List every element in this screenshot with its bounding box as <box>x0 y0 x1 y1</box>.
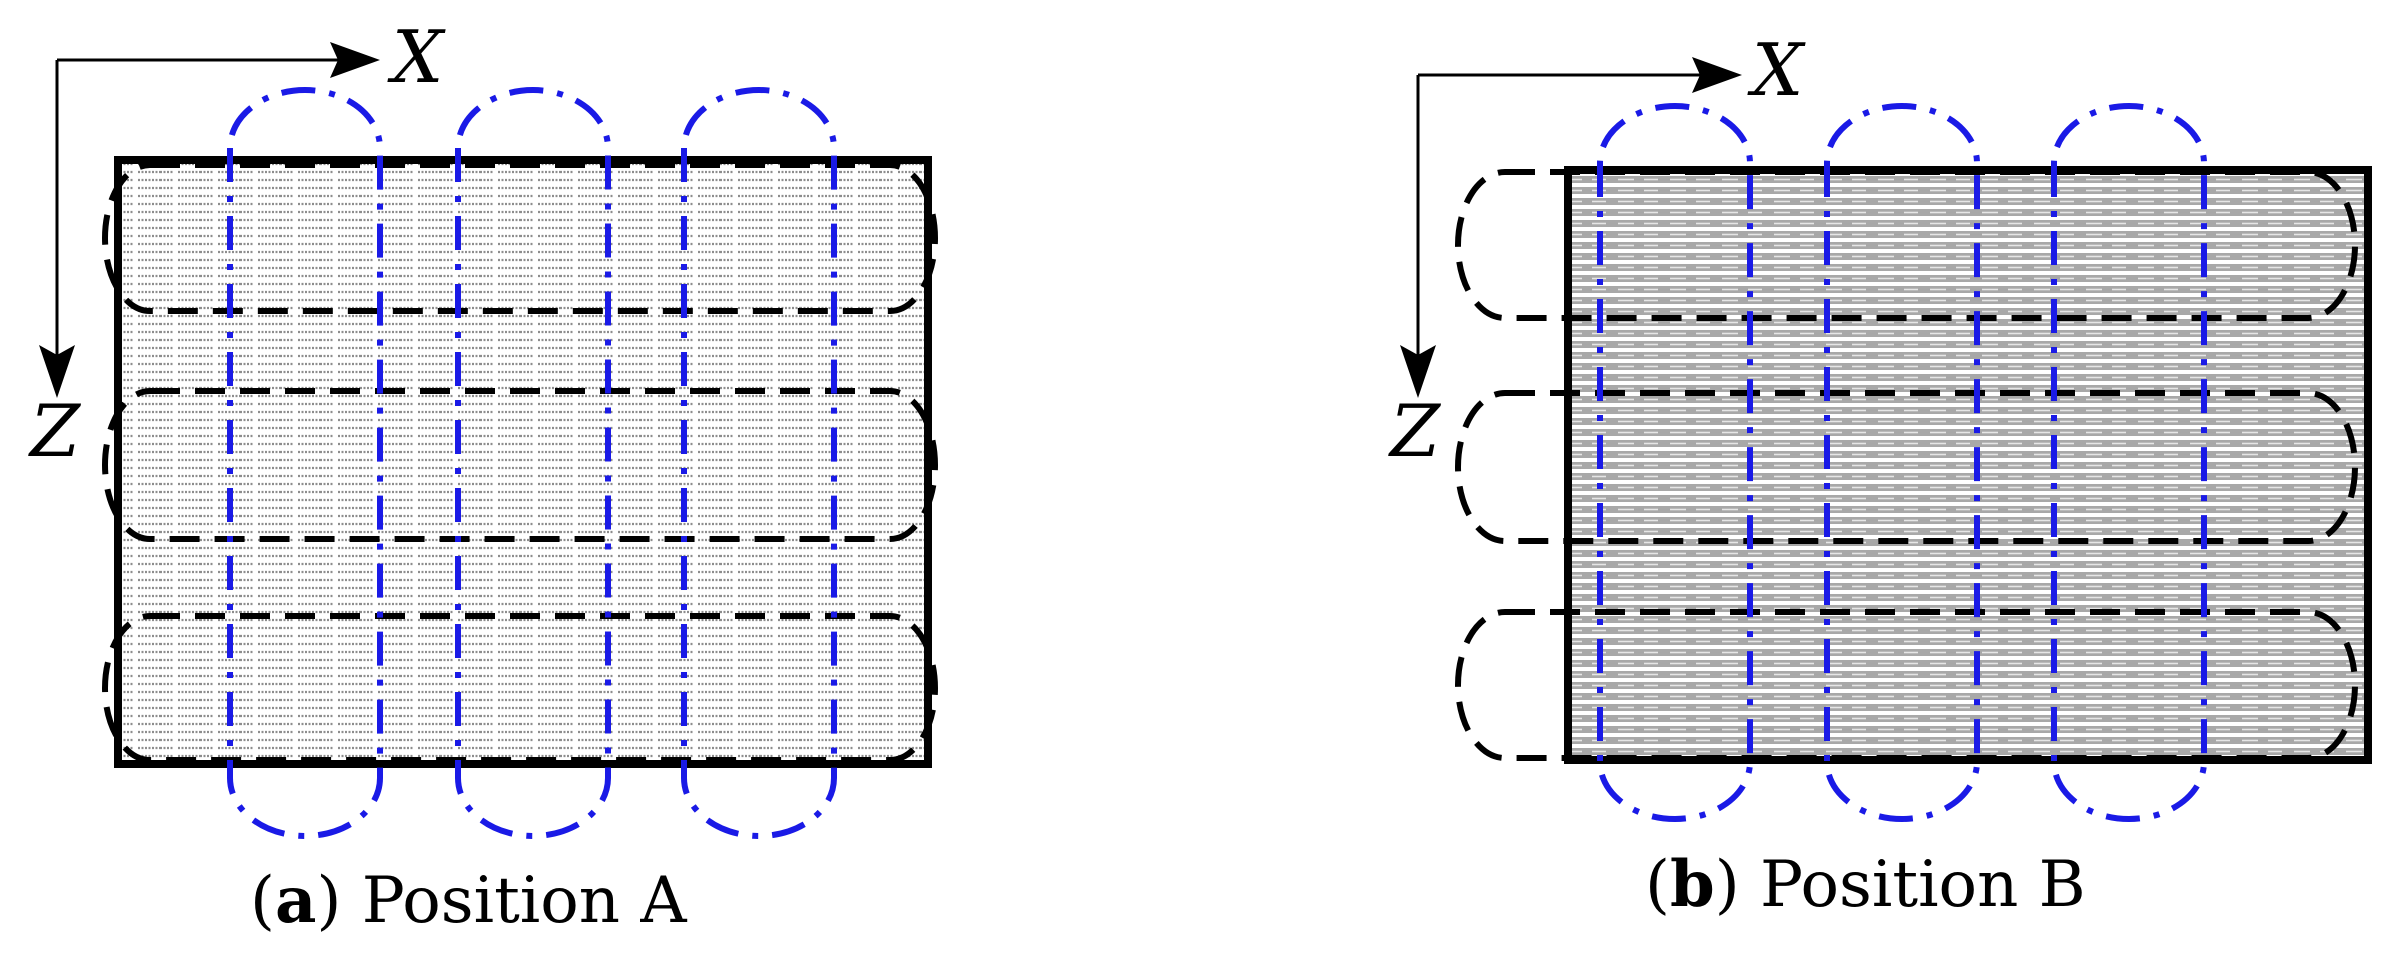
caption-b-letter: b <box>1670 847 1715 922</box>
axes-a: X Z <box>28 15 446 473</box>
black-loops-a <box>102 162 938 763</box>
caption-a-letter: a <box>275 863 316 938</box>
axes-b: X Z <box>1388 28 1806 473</box>
blue-loop-a-3 <box>681 87 837 839</box>
black-loop-b-1 <box>1455 169 2358 321</box>
z-axis-arrow-a <box>39 345 75 398</box>
blue-loop-a-2 <box>455 87 611 839</box>
z-axis-label-b: Z <box>1388 389 1442 473</box>
specimen-block-a <box>114 156 932 768</box>
x-axis-arrow-b <box>1692 57 1742 93</box>
caption-b-text: Position B <box>1740 848 2086 922</box>
blue-loops-b <box>1597 103 2207 822</box>
x-axis-label-b: X <box>1747 28 1806 112</box>
black-loop-a-3 <box>102 613 938 763</box>
blue-loop-b-1 <box>1597 103 1753 822</box>
black-loop-b-2 <box>1455 390 2358 544</box>
black-loop-b-3 <box>1455 609 2358 761</box>
x-axis-label-a: X <box>387 15 446 99</box>
caption-a-close: ) <box>316 864 341 938</box>
blue-loop-b-2 <box>1824 103 1980 822</box>
panel-b: X Z (b) Position B <box>1388 28 2372 922</box>
caption-b-open: ( <box>1645 848 1670 922</box>
specimen-block-b <box>1564 166 2372 764</box>
z-axis-arrow-b <box>1400 345 1436 398</box>
blue-loop-b-3 <box>2051 103 2207 822</box>
panel-a: X Z (a) Position A <box>28 15 938 938</box>
caption-a-open: ( <box>250 864 275 938</box>
black-loop-a-2 <box>102 388 938 542</box>
caption-a-text: Position A <box>341 864 687 938</box>
caption-b: (b) Position B <box>1645 847 2086 922</box>
x-axis-arrow-a <box>330 42 380 78</box>
caption-b-close: ) <box>1715 848 1740 922</box>
blue-loop-a-1 <box>227 87 383 839</box>
caption-a: (a) Position A <box>250 863 687 938</box>
black-loop-a-1 <box>102 162 938 314</box>
blue-loops-a <box>227 87 837 839</box>
black-loops-b <box>1455 169 2358 761</box>
z-axis-label-a: Z <box>28 389 82 473</box>
